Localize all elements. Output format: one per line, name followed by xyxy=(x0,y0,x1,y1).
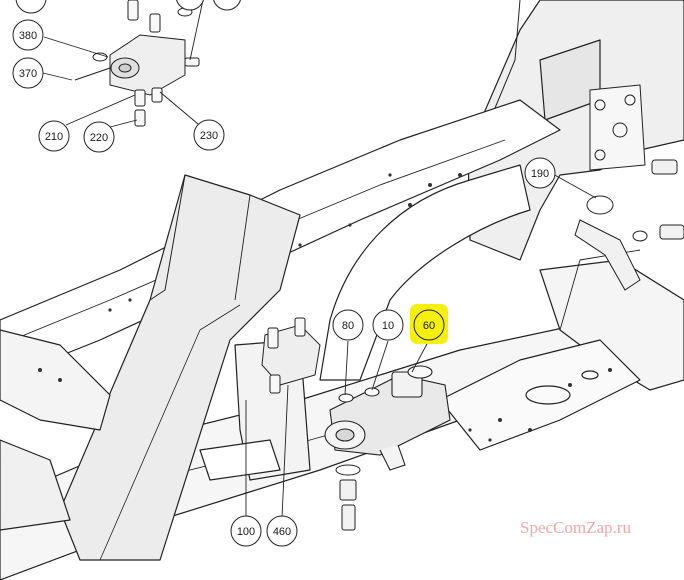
callout-220: 220 xyxy=(83,121,115,153)
callout-230: 230 xyxy=(193,119,225,151)
svg-text:190: 190 xyxy=(531,168,549,180)
svg-text:220: 220 xyxy=(90,132,108,144)
callout-380: 380 xyxy=(12,19,44,51)
svg-text:100: 100 xyxy=(237,526,255,538)
svg-text:460: 460 xyxy=(273,526,291,538)
callout-60-highlighted: 60 xyxy=(410,304,448,344)
top-valve-assembly xyxy=(74,0,200,127)
watermark-text: SpecComZap.ru xyxy=(520,518,631,537)
fitting-stack xyxy=(335,464,361,531)
svg-text:210: 210 xyxy=(45,131,63,143)
leader-lines xyxy=(42,0,597,519)
svg-text:370: 370 xyxy=(19,68,37,80)
frame-holes xyxy=(38,173,612,442)
callout-cut-top-mid xyxy=(176,0,241,11)
callout-80: 80 xyxy=(332,309,364,341)
callout-10: 10 xyxy=(372,309,404,341)
svg-text:80: 80 xyxy=(342,320,354,332)
callout-210: 210 xyxy=(38,120,70,152)
svg-text:10: 10 xyxy=(382,320,394,332)
right-hose-fittings xyxy=(574,84,684,291)
callout-cut-top-left xyxy=(15,0,47,14)
callout-100: 100 xyxy=(230,515,262,547)
callout-460: 460 xyxy=(266,515,298,547)
svg-text:380: 380 xyxy=(19,30,37,42)
control-valve-block xyxy=(261,317,321,394)
arched-support-plate xyxy=(319,164,531,381)
left-cross-member xyxy=(0,329,111,431)
callout-370: 370 xyxy=(12,57,44,89)
svg-text:60: 60 xyxy=(423,320,435,332)
svg-text:230: 230 xyxy=(200,130,218,142)
motor-mount-plate xyxy=(439,339,641,451)
callout-190: 190 xyxy=(524,157,556,189)
